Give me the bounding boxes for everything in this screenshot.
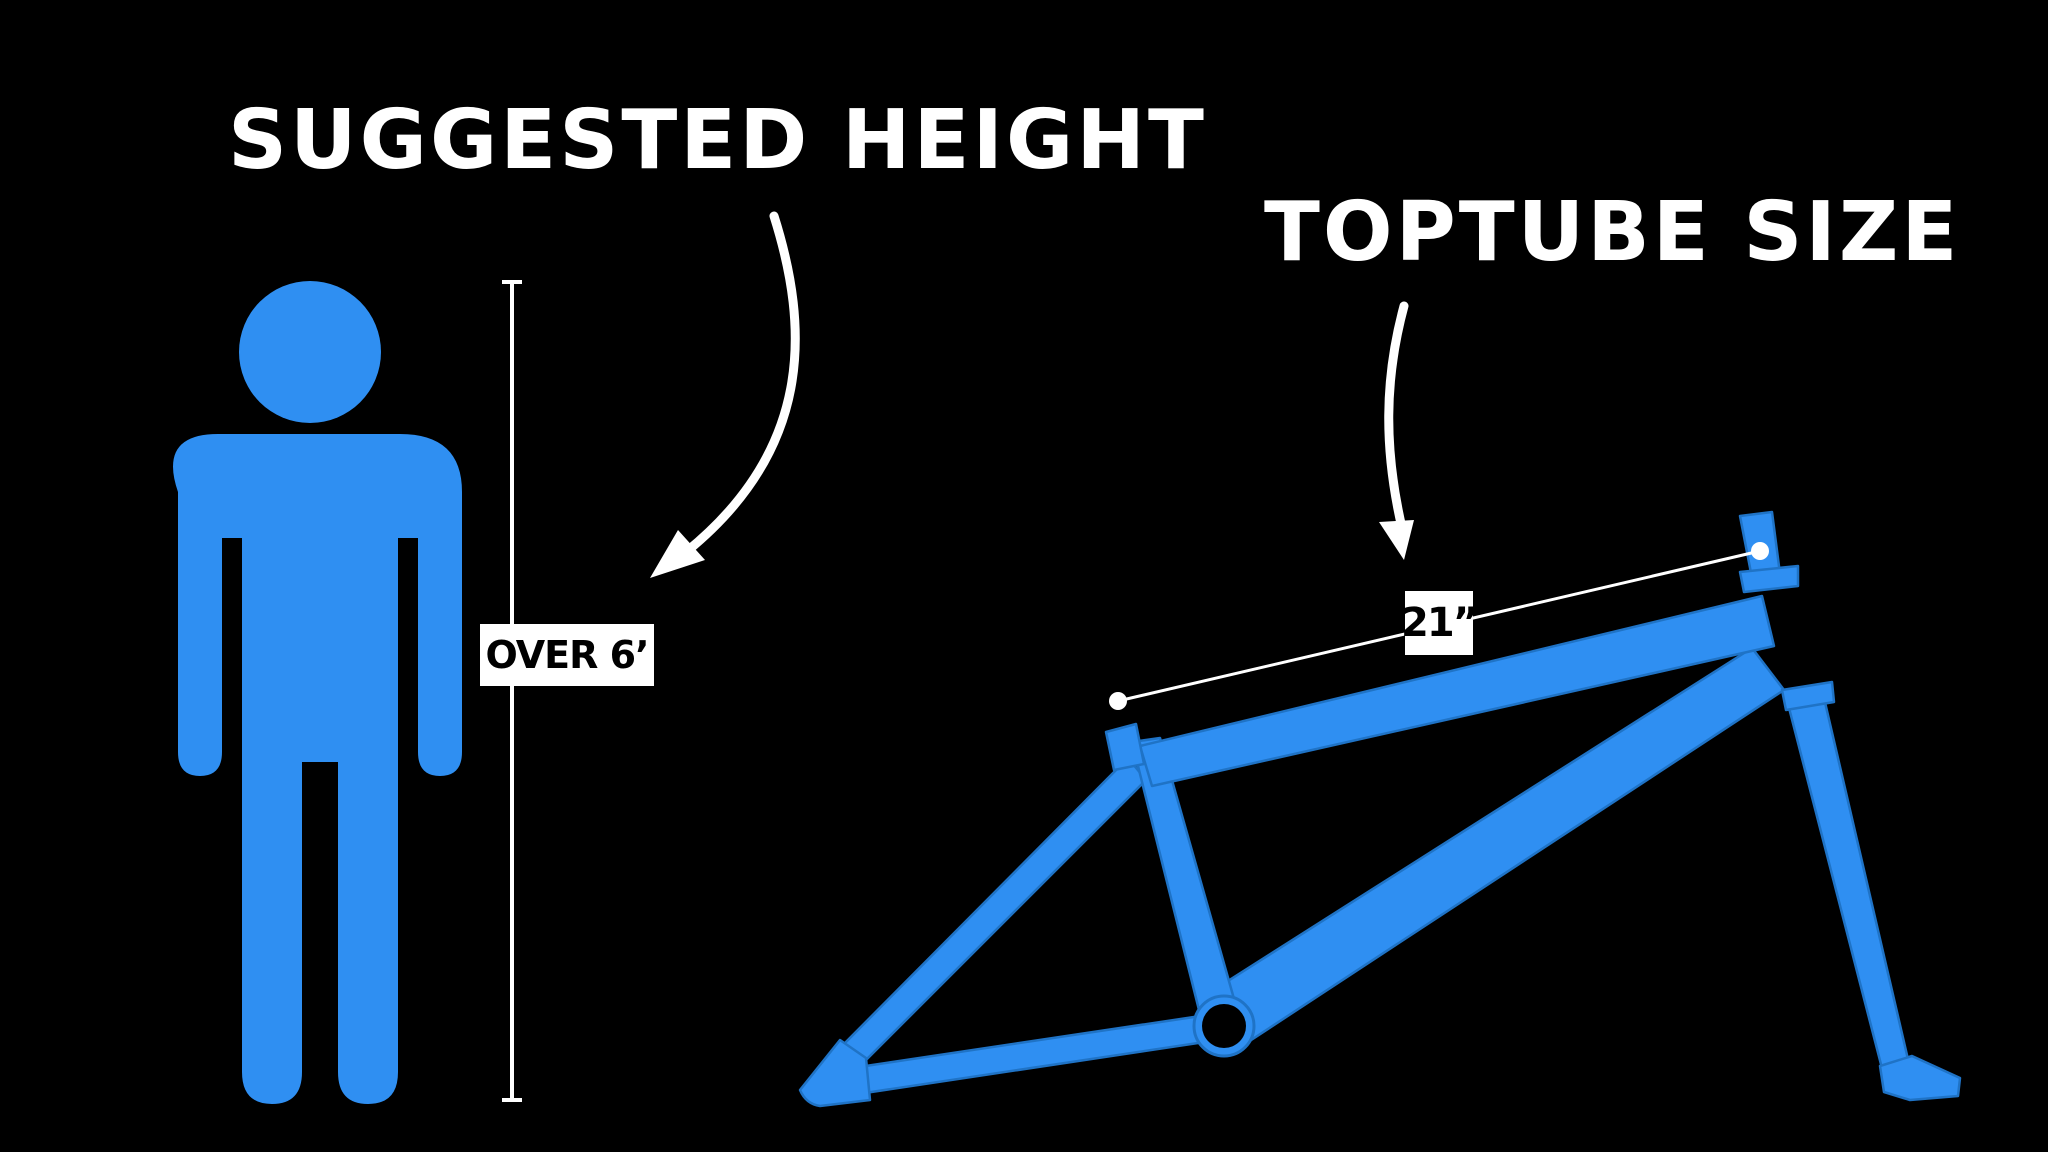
suggested-height-heading: SUGGESTED HEIGHT (228, 93, 1207, 188)
frame-top-tube (1138, 594, 1776, 788)
frame-fork-collar (1780, 680, 1836, 712)
person-body (173, 434, 462, 1104)
frame-fork (1786, 696, 1912, 1078)
person-head (239, 281, 381, 423)
frame-chain-stay (850, 1012, 1220, 1096)
frame-seat-collar (1104, 722, 1146, 772)
height-value-tag: OVER 6’ (480, 624, 654, 686)
toptube-arrow-icon (1379, 301, 1414, 560)
person-silhouette-icon (173, 281, 462, 1104)
toptube-value-tag: 21” (1401, 591, 1479, 655)
frame-rear-dropout (798, 1038, 872, 1108)
height-measure-line (502, 280, 522, 1102)
toptube-size-heading: TOPTUBE SIZE (1264, 185, 1961, 280)
frame-seat-stay (834, 756, 1148, 1072)
height-arrow-icon (650, 211, 800, 578)
frame-head-collar (1738, 564, 1800, 594)
frame-front-dropout (1878, 1054, 1962, 1102)
frame-bottom-bracket-hole (1202, 1004, 1246, 1048)
frame-seat-tube (1130, 736, 1242, 1032)
bmx-frame-icon (798, 510, 1962, 1108)
